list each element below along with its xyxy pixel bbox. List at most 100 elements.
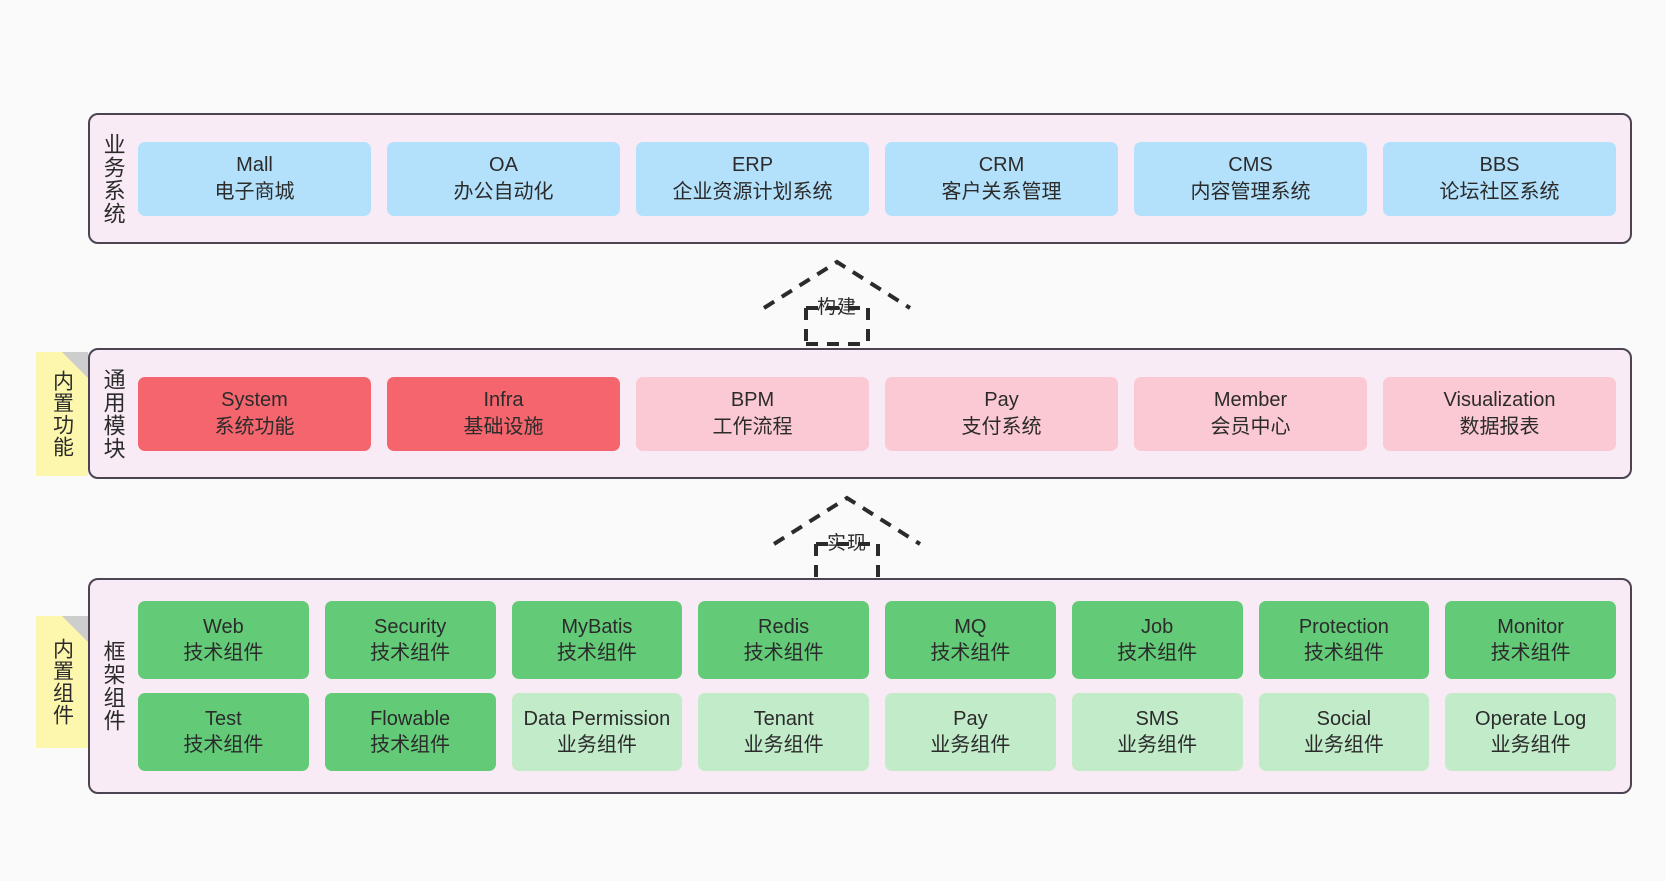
card-subtitle: 技术组件 [743, 642, 824, 664]
card-subtitle: 系统功能 [214, 415, 295, 438]
layer-body-framework-component: Web 技术组件 Security 技术组件 MyBatis 技术组件 Redi… [136, 580, 1630, 792]
card-subtitle: 业务组件 [1490, 734, 1571, 756]
card-title: CMS [1228, 154, 1273, 177]
card-pay[interactable]: Pay 支付系统 [885, 376, 1118, 451]
card-title: OA [489, 154, 518, 177]
card-tenant[interactable]: Tenant 业务组件 [698, 693, 869, 771]
card-visualization[interactable]: Visualization 数据报表 [1383, 376, 1616, 451]
card-social[interactable]: Social 业务组件 [1258, 693, 1430, 771]
card-title: Protection [1298, 615, 1389, 638]
layer-business-system: 业务系统 Mall 电子商城 OA 办公自动化 ERP 企业资源计划系统 CRM… [88, 113, 1632, 244]
card-subtitle: 技术组件 [1490, 642, 1571, 664]
card-row: System 系统功能 Infra 基础设施 BPM 工作流程 Pay 支付系统… [138, 376, 1616, 451]
connector-build-label: 构建 [816, 297, 858, 318]
card-crm[interactable]: CRM 客户关系管理 [885, 141, 1118, 216]
card-row: Mall 电子商城 OA 办公自动化 ERP 企业资源计划系统 CRM 客户关系… [138, 141, 1616, 216]
card-job[interactable]: Job 技术组件 [1071, 601, 1243, 679]
card-subtitle: 技术组件 [183, 734, 264, 756]
card-title: Infra [483, 389, 524, 412]
card-title: Social [1316, 707, 1372, 730]
layer-body-common-module: System 系统功能 Infra 基础设施 BPM 工作流程 Pay 支付系统… [136, 350, 1630, 477]
card-data-permission[interactable]: Data Permission 业务组件 [511, 693, 683, 771]
card-subtitle: 业务组件 [743, 734, 824, 756]
card-title: Flowable [370, 707, 451, 730]
card-bbs[interactable]: BBS 论坛社区系统 [1383, 141, 1616, 216]
card-subtitle: 客户关系管理 [941, 180, 1062, 203]
card-subtitle: 内容管理系统 [1190, 180, 1311, 203]
card-infra[interactable]: Infra 基础设施 [387, 376, 620, 451]
card-title: Pay [984, 389, 1019, 412]
card-row: Test 技术组件 Flowable 技术组件 Data Permission … [138, 693, 1616, 771]
card-title: MQ [954, 615, 987, 638]
sticky-note-builtin-function: 内置功能 [36, 352, 88, 476]
card-title: Security [374, 615, 447, 638]
card-title: Job [1141, 615, 1174, 638]
card-sms[interactable]: SMS 业务组件 [1071, 693, 1243, 771]
card-cms[interactable]: CMS 内容管理系统 [1134, 141, 1367, 216]
card-title: BBS [1479, 154, 1520, 177]
card-subtitle: 电子商城 [214, 180, 295, 203]
card-subtitle: 技术组件 [370, 642, 451, 664]
card-mall[interactable]: Mall 电子商城 [138, 141, 371, 216]
card-subtitle: 技术组件 [930, 642, 1011, 664]
card-mybatis[interactable]: MyBatis 技术组件 [511, 601, 683, 679]
card-subtitle: 技术组件 [1117, 642, 1198, 664]
layer-framework-component: 框架组件 Web 技术组件 Security 技术组件 MyBatis 技术组件… [88, 578, 1632, 794]
card-title: BPM [730, 389, 775, 412]
card-oa[interactable]: OA 办公自动化 [387, 141, 620, 216]
card-erp[interactable]: ERP 企业资源计划系统 [636, 141, 869, 216]
card-member[interactable]: Member 会员中心 [1134, 376, 1367, 451]
card-flowable[interactable]: Flowable 技术组件 [324, 693, 496, 771]
card-title: Data Permission [523, 707, 671, 730]
card-monitor[interactable]: Monitor 技术组件 [1445, 601, 1616, 679]
card-subtitle: 基础设施 [463, 415, 544, 438]
card-title: Web [202, 615, 244, 638]
sticky-note-builtin-component: 内置组件 [36, 616, 88, 748]
card-title: Member [1213, 389, 1288, 412]
card-title: System [221, 389, 288, 412]
card-web[interactable]: Web 技术组件 [138, 601, 309, 679]
card-pay-business[interactable]: Pay 业务组件 [885, 693, 1056, 771]
card-subtitle: 工作流程 [712, 415, 793, 438]
card-subtitle: 企业资源计划系统 [672, 180, 833, 203]
sticky-note-label: 内置组件 [50, 638, 74, 726]
card-test[interactable]: Test 技术组件 [138, 693, 309, 771]
card-subtitle: 技术组件 [370, 734, 451, 756]
card-system[interactable]: System 系统功能 [138, 376, 371, 451]
card-subtitle: 会员中心 [1210, 415, 1291, 438]
card-subtitle: 论坛社区系统 [1439, 180, 1560, 203]
card-subtitle: 业务组件 [1117, 734, 1198, 756]
card-title: Visualization [1443, 389, 1556, 412]
card-redis[interactable]: Redis 技术组件 [698, 601, 869, 679]
card-subtitle: 业务组件 [1303, 734, 1384, 756]
card-operate-log[interactable]: Operate Log 业务组件 [1445, 693, 1616, 771]
card-bpm[interactable]: BPM 工作流程 [636, 376, 869, 451]
connector-implement-label: 实现 [826, 533, 868, 554]
card-row: Web 技术组件 Security 技术组件 MyBatis 技术组件 Redi… [138, 601, 1616, 679]
card-title: Mall [236, 154, 273, 177]
sticky-note-label: 内置功能 [50, 370, 74, 458]
card-title: Pay [953, 707, 988, 730]
card-title: Test [205, 707, 242, 730]
sticky-fold-corner-icon [62, 616, 88, 642]
card-title: Tenant [753, 707, 814, 730]
card-title: Operate Log [1475, 707, 1587, 730]
card-mq[interactable]: MQ 技术组件 [885, 601, 1056, 679]
layer-title-business-system: 业务系统 [100, 132, 126, 225]
connector-build: 构建 [762, 256, 912, 346]
connector-implement: 实现 [772, 492, 922, 582]
layer-common-module: 通用模块 System 系统功能 Infra 基础设施 BPM 工作流程 Pay… [88, 348, 1632, 479]
card-title: MyBatis [561, 615, 633, 638]
card-title: CRM [978, 154, 1025, 177]
card-subtitle: 办公自动化 [453, 180, 554, 203]
sticky-fold-corner-icon [62, 352, 88, 378]
card-subtitle: 业务组件 [556, 734, 637, 756]
layer-title-common-module: 通用模块 [100, 367, 126, 460]
card-protection[interactable]: Protection 技术组件 [1258, 601, 1430, 679]
card-security[interactable]: Security 技术组件 [324, 601, 496, 679]
card-subtitle: 技术组件 [1303, 642, 1384, 664]
card-title: SMS [1135, 707, 1179, 730]
card-subtitle: 技术组件 [183, 642, 264, 664]
card-subtitle: 数据报表 [1459, 415, 1540, 438]
